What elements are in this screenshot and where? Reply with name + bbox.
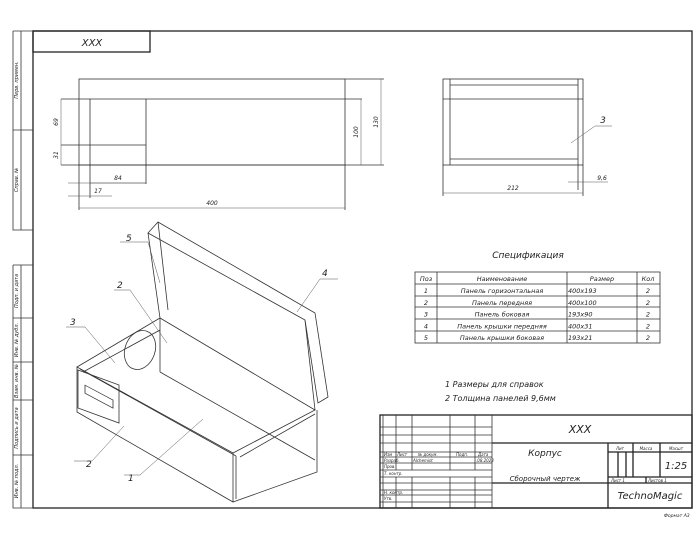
drawing-frame	[32, 30, 693, 509]
callout-5: 5	[126, 234, 132, 244]
part-name: Корпус	[528, 449, 562, 459]
lit-label: Лит	[615, 446, 625, 451]
sheets: Листов 1	[647, 478, 667, 483]
col-header: № докум.	[417, 452, 438, 457]
spec-cell: Панель крышки передняя	[457, 322, 547, 330]
callout-3: 3	[600, 116, 606, 126]
specification-table: Спецификация Поз Наименование Размер Кол…	[414, 251, 661, 344]
callout-2: 2	[86, 460, 92, 470]
sheet: Лист 1	[610, 478, 625, 483]
dim-9-6: 9,6	[597, 175, 607, 182]
dim-400: 400	[206, 200, 218, 207]
spec-cell: 400x193	[568, 287, 597, 295]
company: TechnoMagic	[618, 491, 683, 502]
callout-2: 2	[117, 281, 123, 291]
spec-cell: 5	[424, 334, 428, 342]
spec-cell: 400x31	[568, 322, 593, 330]
col-header: Изм	[384, 452, 392, 457]
dim-100: 100	[353, 126, 360, 138]
spec-header: Кол	[642, 275, 655, 283]
front-view: 84 17 400 69 31 100 130	[53, 78, 384, 210]
designation: XXX	[568, 423, 592, 436]
left-strip: Перв. примен. Справ. № Подп. и дата Инв.…	[12, 30, 33, 509]
spec-cell: 3	[424, 311, 428, 319]
spec-cell: 193x21	[568, 334, 593, 342]
dim-130: 130	[373, 116, 380, 128]
note: 1 Размеры для справок	[445, 380, 544, 389]
callout-4: 4	[322, 269, 328, 279]
spec-cell: 1	[424, 287, 428, 295]
callout-3: 3	[70, 318, 76, 328]
col-header: Лист	[396, 452, 408, 457]
dim-212: 212	[507, 185, 519, 192]
role: Пров.	[384, 464, 396, 469]
spec-cell: 193x90	[568, 311, 593, 319]
dim-31: 31	[53, 151, 60, 159]
col-header: Подп.	[456, 452, 468, 457]
isometric-view: 5 2 3 2 1 4	[66, 221, 338, 503]
dim-84: 84	[114, 175, 122, 182]
dim-17: 17	[94, 188, 102, 195]
note: 2 Толщина панелей 9,6мм	[445, 394, 556, 403]
col-header: Дата	[477, 452, 489, 457]
role: Разраб.	[384, 458, 400, 463]
dim-69: 69	[53, 118, 60, 126]
format: Формат А3	[664, 513, 690, 519]
developer: Alchemist	[412, 458, 433, 463]
spec-header: Поз	[420, 275, 433, 283]
stamp-top: XXX	[32, 30, 151, 53]
role: Утв.	[384, 496, 392, 501]
date: .08.2023	[476, 458, 494, 463]
strip-label: Инв. № подл.	[14, 464, 20, 499]
strip-label: Подп. и дата	[14, 274, 20, 308]
spec-header: Размер	[590, 275, 614, 283]
spec-cell: 400x100	[568, 299, 597, 307]
role: Н. контр.	[384, 490, 403, 495]
doc-type: Сборочный чертеж	[510, 475, 581, 483]
spec-cell: Панель горизонтальная	[461, 287, 544, 295]
strip-label: Инв. № дубл.	[14, 323, 20, 357]
stamp-top-text: XXX	[81, 38, 104, 49]
spec-cell: 2	[646, 311, 650, 319]
notes: 1 Размеры для справок 2 Толщина панелей …	[445, 380, 556, 403]
side-view: 212 9,6 3	[442, 78, 612, 196]
role: Т. контр.	[384, 471, 403, 476]
spec-cell: 2	[646, 287, 650, 295]
strip-label: Справ. №	[14, 168, 20, 192]
spec-cell: 2	[424, 299, 428, 307]
spec-cell: Панель передняя	[472, 299, 532, 307]
spec-cell: 2	[646, 299, 650, 307]
scale: 1:25	[665, 461, 687, 472]
spec-cell: 2	[646, 322, 650, 330]
strip-label: Взам. инв. №	[14, 364, 20, 398]
scale-label: Масшт	[669, 446, 684, 451]
strip-label: Перв. примен.	[14, 61, 20, 99]
spec-cell: Панель крышки боковая	[460, 334, 544, 342]
title-block: XXX Корпус Сборочный чертеж Изм Лист № д…	[379, 414, 693, 519]
strip-label: Подпись и дата	[14, 407, 20, 448]
spec-title: Спецификация	[492, 251, 564, 261]
spec-cell: Панель боковая	[475, 311, 530, 319]
callout-1: 1	[128, 474, 134, 484]
spec-header: Наименование	[477, 275, 528, 283]
spec-cell: 2	[646, 334, 650, 342]
spec-cell: 4	[424, 322, 428, 330]
mass-label: Масса	[640, 446, 653, 451]
